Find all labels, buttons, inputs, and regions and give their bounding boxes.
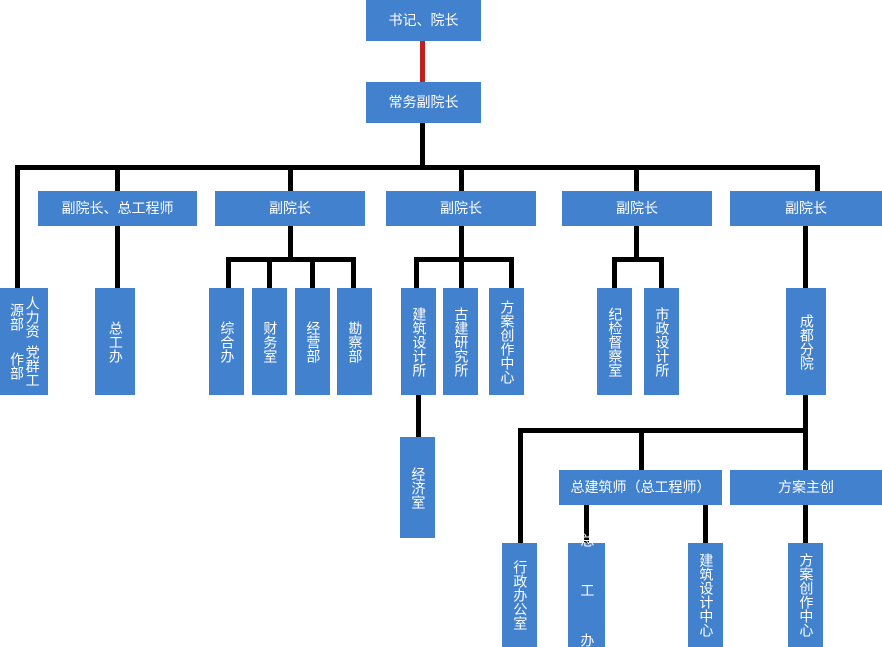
node-vp-5[interactable]: 副院长 [730, 191, 882, 226]
node-scheme-lead[interactable]: 方案主创 [730, 470, 882, 505]
connector-chief-architect-to-arch-design-center [703, 505, 708, 545]
connector-bus-to-vp-2 [288, 165, 293, 191]
bus-chengdu-branch-children [518, 428, 808, 433]
connector-bus-to-chief-architect [639, 428, 644, 470]
node-operations-dept[interactable]: 经营部 [295, 288, 330, 395]
node-arch-design-institute[interactable]: 建筑设计所 [401, 288, 436, 395]
node-municipal-design-institute[interactable]: 市政设计所 [644, 288, 679, 395]
connector-bus-to-arch-design-institute [414, 257, 419, 290]
connector-bus-to-municipal-design-institute [659, 257, 664, 290]
connector-bus-to-general-office [226, 257, 231, 290]
connector-bus-to-vp-chief-engineer [115, 165, 120, 191]
connector-bus-to-ancient-arch-institute [459, 257, 464, 290]
connector-scheme-lead-to-branch-scheme-center [803, 505, 808, 545]
connector-arch-design-institute-to-economics-office [416, 395, 421, 438]
connector-bus-to-scheme-creation-center [509, 257, 514, 290]
connector-bus-to-vp-5 [815, 165, 820, 191]
connector-chengdu-branch-drop [803, 395, 808, 430]
bus-vp-4-children [612, 257, 664, 262]
bus-vice-presidents [15, 165, 820, 170]
connector-executive-vp-drop [420, 123, 425, 168]
node-hr-and-party-depts[interactable]: 人力资源部党群工作部 [0, 288, 48, 395]
node-party-work-dept-label: 党群工作部 [9, 345, 41, 388]
node-vp-4[interactable]: 副院长 [562, 191, 712, 226]
node-vp-3[interactable]: 副院长 [386, 191, 536, 226]
node-branch-scheme-center[interactable]: 方案创作中心 [788, 543, 823, 647]
node-vp-chief-engineer[interactable]: 副院长、总工程师 [38, 191, 197, 226]
connector-bus-to-vp-left-branch [15, 165, 20, 290]
connector-bus-to-operations-dept [310, 257, 315, 290]
node-admin-office[interactable]: 行政办公室 [502, 543, 537, 647]
node-executive-vp[interactable]: 常务副院长 [366, 82, 481, 123]
connector-vp-4-drop [634, 226, 639, 259]
connector-bus-to-admin-office [518, 428, 523, 545]
bus-vp-3-children [414, 257, 514, 262]
node-chengdu-branch[interactable]: 成都分院 [786, 288, 826, 395]
node-secretary-president[interactable]: 书记、院长 [366, 0, 481, 41]
node-branch-chief-engineer-office[interactable]: 总 工 办 [568, 533, 605, 647]
node-finance-office[interactable]: 财务室 [252, 288, 287, 395]
node-chief-architect[interactable]: 总建筑师（总工程师） [559, 470, 722, 505]
node-chief-engineer-office[interactable]: 总工办 [95, 288, 135, 395]
connector-bus-to-finance-office [267, 257, 272, 290]
node-general-office[interactable]: 综合办 [209, 288, 244, 395]
connector-vp-chief-engineer-drop [115, 226, 120, 290]
connector-bus-to-discipline-office [612, 257, 617, 290]
node-hr-dept-label: 人力资源部 [9, 295, 41, 338]
connector-chief-architect-to-branch-chief-eng-office [584, 505, 589, 545]
connector-vp-5-to-chengdu-branch [803, 226, 808, 290]
connector-bus-to-scheme-lead [803, 428, 808, 470]
node-scheme-creation-center[interactable]: 方案创作中心 [489, 288, 524, 395]
node-economics-office[interactable]: 经济室 [400, 437, 435, 538]
node-ancient-arch-institute[interactable]: 古建研究所 [443, 288, 478, 395]
connector-vp-2-drop [288, 226, 293, 259]
node-vp-2[interactable]: 副院长 [215, 191, 365, 226]
connector-president-to-executive-vp [420, 41, 425, 82]
connector-bus-to-survey-dept [351, 257, 356, 290]
node-arch-design-center[interactable]: 建筑设计中心 [688, 543, 723, 647]
bus-vp-2-children [226, 257, 356, 262]
connector-bus-to-vp-3 [459, 165, 464, 191]
node-discipline-office[interactable]: 纪检督察室 [597, 288, 632, 395]
connector-bus-to-vp-4 [634, 165, 639, 191]
connector-vp-3-drop [459, 226, 464, 259]
node-survey-dept[interactable]: 勘察部 [337, 288, 372, 395]
